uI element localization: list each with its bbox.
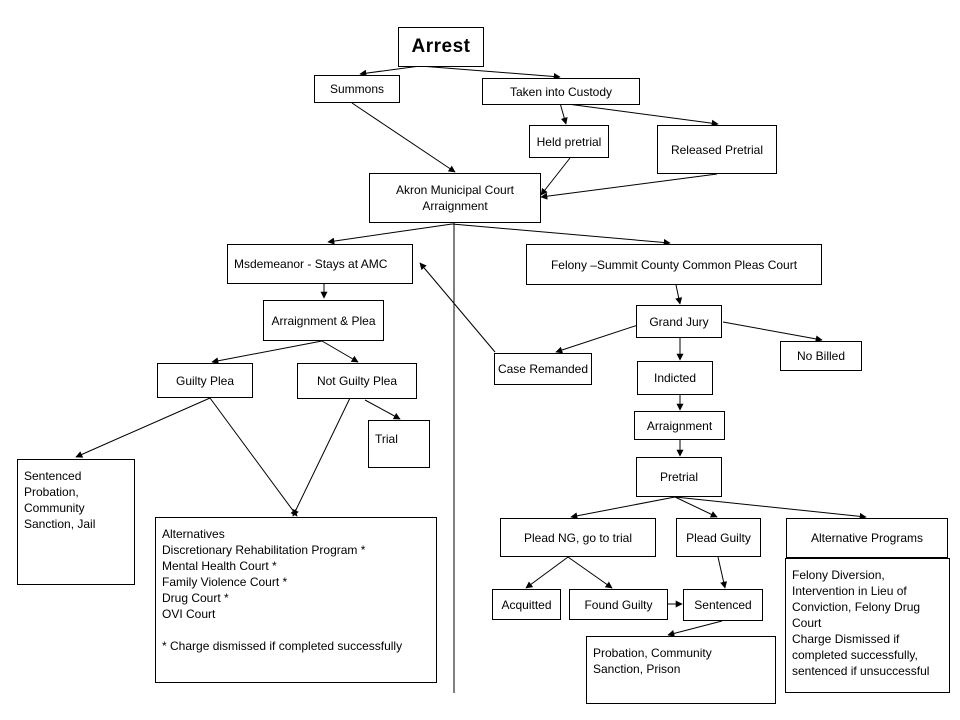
- arrow-guilty-alternatives: [209, 397, 298, 517]
- summons-node: Summons: [314, 75, 400, 103]
- felony-diversion-line: completed successfully,: [792, 648, 918, 662]
- akron-court-line: Akron Municipal Court: [395, 183, 515, 197]
- sentenced-misd-line: Sanction, Jail: [24, 517, 96, 531]
- sentenced-misd-line: Probation,: [24, 485, 79, 499]
- not-guilty-plea-node: Not Guilty Plea: [297, 363, 417, 399]
- found-guilty-node: Found Guilty: [569, 589, 668, 620]
- trial-node: Trial: [368, 420, 430, 468]
- sentenced-misd-line: Community: [24, 501, 85, 515]
- sentenced-misdemeanor-node: Sentenced Probation, Community Sanction,…: [17, 459, 135, 585]
- felony-diversion-line: sentenced if unsuccessful: [792, 664, 930, 678]
- pretrial-node: Pretrial: [636, 457, 722, 497]
- felony-diversion-line: Felony Diversion,: [792, 568, 885, 582]
- released-pretrial-node: Released Pretrial: [657, 125, 777, 174]
- arrow-held-akron: [540, 157, 571, 196]
- guilty-plea-node: Guilty Plea: [157, 363, 253, 398]
- arrow-gj-nobilled: [722, 321, 823, 343]
- indicted-node: Indicted: [637, 361, 713, 395]
- probation-fel-line: Sanction, Prison: [593, 662, 681, 676]
- arrow-pretrial-ng: [570, 496, 676, 520]
- alternatives-footnote: * Charge dismissed if completed successf…: [162, 639, 403, 653]
- no-billed-node: No Billed: [780, 341, 862, 371]
- acquitted-node: Acquitted: [492, 589, 561, 620]
- alternatives-line: Discretionary Rehabilitation Program *: [162, 543, 366, 557]
- arrow-released-akron: [540, 173, 718, 200]
- felony-diversion-line: Intervention in Lieu of: [792, 584, 907, 598]
- felony-diversion-line: Conviction, Felony Drug Court: [792, 600, 921, 630]
- arrow-remanded-misd: [419, 262, 496, 353]
- felony-node: Felony –Summit County Common Pleas Court: [526, 244, 822, 285]
- arrow-arrest-custody: [419, 65, 561, 80]
- arrow-felony-grandjury: [675, 284, 683, 305]
- alternative-programs-node: Alternative Programs: [786, 518, 948, 558]
- arraignment-node: Arraignment: [634, 411, 725, 440]
- sentenced-misd-line: Sentenced: [24, 469, 82, 483]
- held-pretrial-node: Held pretrial: [529, 125, 609, 158]
- plead-ng-node: Plead NG, go to trial: [500, 518, 656, 557]
- custody-node: Taken into Custody: [482, 78, 640, 105]
- arrow-custody-held: [559, 102, 568, 125]
- plead-guilty-node: Plead Guilty: [676, 518, 761, 557]
- arrow-ng-foundguilty: [567, 556, 613, 589]
- alternatives-line: Drug Court *: [162, 591, 229, 605]
- arrow-akron-felony: [451, 223, 671, 246]
- arrest-node: Arrest: [398, 27, 484, 67]
- alternatives-line: Mental Health Court *: [162, 559, 277, 573]
- sentenced-felony-node: Sentenced: [683, 589, 763, 621]
- misdemeanor-node: Msdemeanor - Stays at AMC: [227, 244, 413, 284]
- arrow-pleadguilty-sentenced: [717, 556, 728, 589]
- arrow-gj-remanded: [555, 324, 639, 354]
- case-remanded-node: Case Remanded: [494, 353, 592, 385]
- probation-fel-line: Probation, Community: [593, 646, 712, 660]
- arrow-plea-guilty: [211, 340, 323, 365]
- felony-diversion-node: Felony Diversion, Intervention in Lieu o…: [785, 558, 950, 693]
- alternatives-line: Alternatives: [162, 527, 225, 541]
- arrow-notguilty-trial: [364, 399, 401, 420]
- arrow-arrest-summons: [359, 65, 421, 77]
- arrow-custody-released: [559, 102, 719, 127]
- alternatives-node: Alternatives Discretionary Rehabilitatio…: [155, 517, 437, 683]
- probation-felony-node: Probation, Community Sanction, Prison: [586, 636, 776, 704]
- arrow-pretrial-alt: [674, 496, 867, 520]
- alternatives-line: Family Violence Court *: [162, 575, 288, 589]
- arrow-pretrial-guilty: [674, 496, 718, 518]
- arrow-plea-notguilty: [321, 340, 359, 363]
- felony-diversion-line: Charge Dismissed if: [792, 632, 900, 646]
- grand-jury-node: Grand Jury: [636, 305, 722, 338]
- alternatives-line: [162, 622, 430, 638]
- arrow-summons-akron: [351, 102, 456, 173]
- arrow-akron-misdemeanor: [327, 223, 453, 245]
- arrow-ng-acquitted: [525, 556, 569, 589]
- arraignment-plea-node: Arraignment & Plea: [263, 300, 384, 341]
- arrow-sentenced-probation: [667, 620, 723, 637]
- arrow-guilty-sentenced: [75, 397, 211, 458]
- akron-court-node: Akron Municipal Court Arraignment: [369, 173, 541, 223]
- alternatives-line: OVI Court: [162, 607, 216, 621]
- arrow-notguilty-alternatives: [292, 397, 351, 517]
- akron-arraignment-line: Arraignment: [422, 199, 488, 213]
